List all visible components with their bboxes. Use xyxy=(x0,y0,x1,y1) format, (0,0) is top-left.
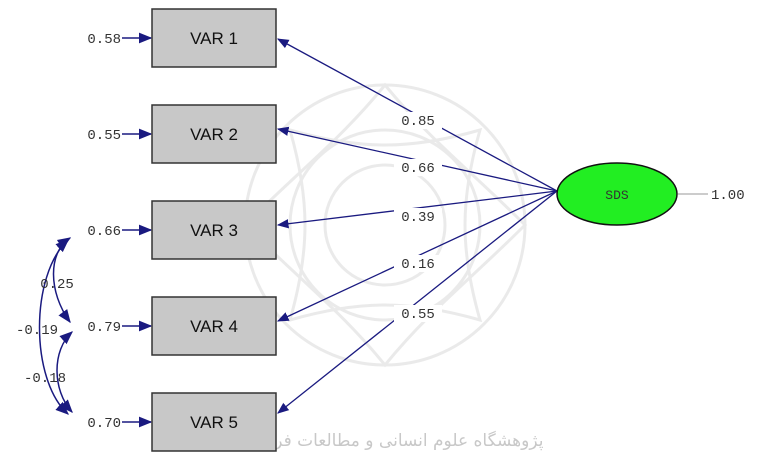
covariance-value: -0.18 xyxy=(24,371,66,387)
observed-boxes: VAR 1 VAR 2 VAR 3 VAR 4 VAR 5 xyxy=(151,8,277,452)
covariance-curve xyxy=(56,331,74,413)
box-var-3[interactable]: VAR 3 xyxy=(151,200,277,260)
covariance-value: -0.19 xyxy=(16,323,58,339)
error-value: 0.70 xyxy=(87,416,121,432)
loading-value: 0.66 xyxy=(401,161,435,177)
box-rect xyxy=(151,104,277,164)
box-var-1[interactable]: VAR 1 xyxy=(151,8,277,68)
box-var-5[interactable]: VAR 5 xyxy=(151,392,277,452)
box-label: VAR 3 xyxy=(190,221,238,240)
box-rect xyxy=(151,296,277,356)
latent-label: SDS xyxy=(605,188,629,203)
watermark-text: پژوهشگاه علوم انسانی و مطالعات فرهنگی xyxy=(237,430,544,451)
watermark-emblem xyxy=(242,82,528,368)
box-var-4[interactable]: VAR 4 xyxy=(151,296,277,356)
latent-variance: 1.00 xyxy=(711,188,745,204)
box-label: VAR 5 xyxy=(190,413,238,432)
box-label: VAR 1 xyxy=(190,29,238,48)
error-arrows: 0.58 0.55 0.66 0.79 0.70 xyxy=(87,32,153,432)
covariance-curves xyxy=(38,237,74,415)
box-rect xyxy=(151,8,277,68)
loading-value: 0.39 xyxy=(401,210,435,226)
box-label: VAR 2 xyxy=(190,125,238,144)
loading-value: 0.85 xyxy=(401,114,435,130)
loading-label-bg xyxy=(394,255,442,272)
latent-ellipse xyxy=(556,162,678,226)
latent-node[interactable]: SDS xyxy=(556,162,678,226)
loading-label-bg xyxy=(394,159,442,176)
loading-paths: 0.85 0.66 0.39 0.16 0.55 xyxy=(276,38,558,414)
loading-label-bg xyxy=(394,305,442,322)
loading-value: 0.16 xyxy=(401,257,435,273)
box-rect xyxy=(151,200,277,260)
loading-value: 0.55 xyxy=(401,307,435,323)
error-value: 0.79 xyxy=(87,320,121,336)
box-label: VAR 4 xyxy=(190,317,238,336)
covariance-value: 0.25 xyxy=(40,277,74,293)
error-value: 0.58 xyxy=(87,32,121,48)
loading-path xyxy=(277,190,558,414)
covariance-labels: 0.25 -0.19 -0.18 xyxy=(16,277,74,387)
box-rect xyxy=(151,392,277,452)
error-value: 0.66 xyxy=(87,224,121,240)
covariance-curve xyxy=(38,239,70,415)
loading-label-bg xyxy=(394,208,442,225)
loading-label-bg xyxy=(394,112,442,129)
error-value: 0.55 xyxy=(87,128,121,144)
box-var-2[interactable]: VAR 2 xyxy=(151,104,277,164)
